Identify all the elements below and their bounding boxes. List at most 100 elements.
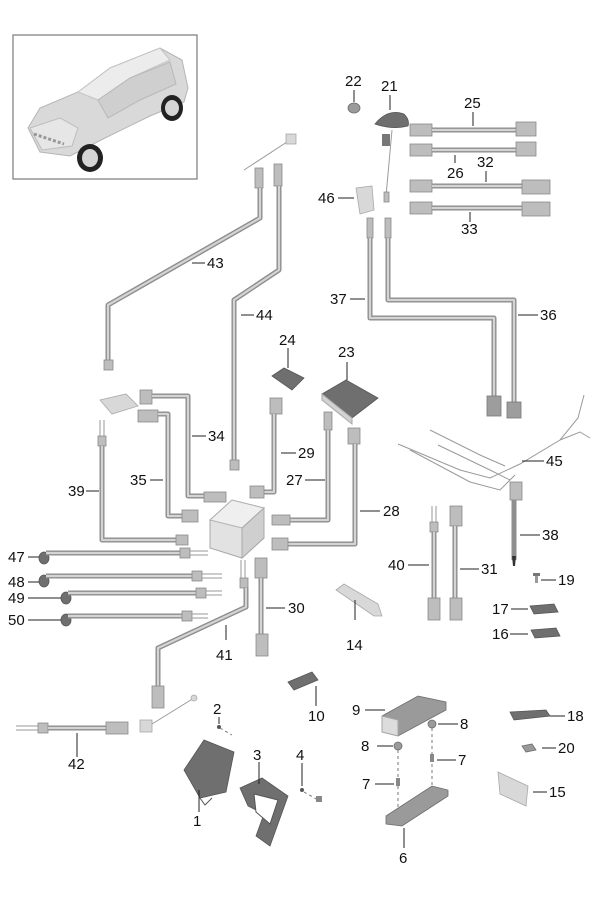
- part-8-grommet-right[interactable]: 8: [427, 716, 468, 733]
- callout-14: 14: [346, 637, 363, 654]
- callout-16: 16: [492, 626, 509, 643]
- callout-6: 6: [399, 850, 407, 867]
- central-control-unit[interactable]: [208, 499, 266, 560]
- part-3-bracket-frame[interactable]: 3: [239, 747, 289, 847]
- callout-18: 18: [567, 708, 584, 725]
- callout-27: 27: [286, 472, 303, 489]
- cable-43[interactable]: 43: [103, 133, 297, 371]
- part-15-cover[interactable]: 15: [497, 771, 566, 807]
- cable-32[interactable]: 32: [409, 154, 551, 195]
- cable-44[interactable]: 44: [229, 163, 283, 471]
- control-module-small[interactable]: [99, 393, 139, 415]
- callout-8-right: 8: [460, 716, 468, 733]
- part-4-screw[interactable]: 4: [296, 747, 322, 802]
- callout-10: 10: [308, 708, 325, 725]
- part-22-clip[interactable]: 22: [345, 73, 362, 114]
- car-icon: [27, 47, 189, 172]
- callout-44: 44: [256, 307, 273, 324]
- callout-3: 3: [253, 747, 261, 764]
- callout-32: 32: [477, 154, 494, 171]
- callout-47: 47: [8, 549, 25, 566]
- cable-48[interactable]: 48: [8, 570, 222, 591]
- callout-4: 4: [296, 747, 304, 764]
- cable-36[interactable]: 36: [384, 217, 557, 419]
- cable-35[interactable]: 35: [130, 409, 199, 523]
- cable-26[interactable]: 26: [409, 141, 537, 182]
- vehicle-thumbnail[interactable]: [12, 34, 198, 180]
- cable-31[interactable]: 31: [449, 505, 498, 621]
- callout-50: 50: [8, 612, 25, 629]
- callout-1: 1: [193, 813, 201, 830]
- part-19-screw[interactable]: 19: [533, 572, 575, 589]
- cable-34[interactable]: 34: [139, 389, 227, 503]
- callout-22: 22: [345, 73, 362, 90]
- cable-41[interactable]: 41: [151, 560, 249, 709]
- callout-19: 19: [558, 572, 575, 589]
- callout-21: 21: [381, 78, 398, 95]
- cable-25[interactable]: 25: [409, 95, 537, 137]
- part-7-screw-left[interactable]: 7: [362, 750, 400, 810]
- cable-29[interactable]: 29: [249, 397, 315, 499]
- callout-39: 39: [68, 483, 85, 500]
- callout-2: 2: [213, 701, 221, 718]
- part-6-base-tray[interactable]: 6: [385, 785, 449, 867]
- cable-50[interactable]: 50: [8, 610, 208, 629]
- callout-8-left: 8: [361, 738, 369, 755]
- callout-46: 46: [318, 190, 335, 207]
- callout-28: 28: [383, 503, 400, 520]
- cable-27[interactable]: 27: [271, 411, 333, 526]
- part-24-module[interactable]: 24: [271, 332, 305, 391]
- part-1-mounting-bracket[interactable]: 1: [183, 739, 235, 830]
- part-21-roof-antenna[interactable]: 21: [374, 78, 409, 203]
- callout-29: 29: [298, 445, 315, 462]
- callout-40: 40: [388, 557, 405, 574]
- callout-7-left: 7: [362, 776, 370, 793]
- part-16-switch[interactable]: 16: [492, 626, 561, 643]
- part-46-antenna-amplifier[interactable]: 46: [318, 185, 375, 215]
- callout-26: 26: [447, 165, 464, 182]
- part-20-clip[interactable]: 20: [521, 740, 575, 757]
- cable-28[interactable]: 28: [271, 427, 400, 551]
- callout-9: 9: [352, 702, 360, 719]
- callout-36: 36: [540, 307, 557, 324]
- part-18-switch-panel[interactable]: 18: [509, 708, 584, 725]
- antenna-lead-loose[interactable]: [139, 694, 198, 733]
- part-17-switch[interactable]: 17: [492, 601, 559, 618]
- cable-37[interactable]: 37: [330, 217, 502, 417]
- callout-41: 41: [216, 647, 233, 664]
- callout-35: 35: [130, 472, 147, 489]
- callout-42: 42: [68, 756, 85, 773]
- part-7-screw-right[interactable]: 7: [430, 728, 466, 790]
- cable-30[interactable]: 30: [254, 557, 305, 657]
- callout-37: 37: [330, 291, 347, 308]
- callout-31: 31: [481, 561, 498, 578]
- callout-34: 34: [208, 428, 225, 445]
- cable-33[interactable]: 33: [409, 201, 551, 238]
- cable-42[interactable]: 42: [16, 721, 129, 773]
- callout-7-right: 7: [458, 752, 466, 769]
- callout-45: 45: [546, 453, 563, 470]
- part-23-control-unit[interactable]: 23: [321, 344, 379, 426]
- callout-20: 20: [558, 740, 575, 757]
- callout-33: 33: [461, 221, 478, 238]
- callout-43: 43: [207, 255, 224, 272]
- cable-40[interactable]: 40: [388, 506, 441, 621]
- callout-15: 15: [549, 784, 566, 801]
- part-14-bracket[interactable]: 14: [335, 583, 383, 654]
- cable-49[interactable]: 49: [8, 587, 222, 607]
- part-10-module[interactable]: 10: [287, 671, 325, 725]
- callout-24: 24: [279, 332, 296, 349]
- callout-38: 38: [542, 527, 559, 544]
- part-8-grommet-left[interactable]: 8: [361, 738, 403, 755]
- part-38-cable[interactable]: 38: [509, 481, 559, 566]
- callout-49: 49: [8, 590, 25, 607]
- part-9-cover[interactable]: 9: [352, 695, 447, 737]
- callout-30: 30: [288, 600, 305, 617]
- callout-48: 48: [8, 574, 25, 591]
- harness-45[interactable]: 45: [397, 394, 591, 491]
- part-2-screw[interactable]: 2: [213, 701, 233, 736]
- cable-39[interactable]: 39: [68, 420, 189, 546]
- cable-47[interactable]: 47: [8, 547, 208, 566]
- callout-25: 25: [464, 95, 481, 112]
